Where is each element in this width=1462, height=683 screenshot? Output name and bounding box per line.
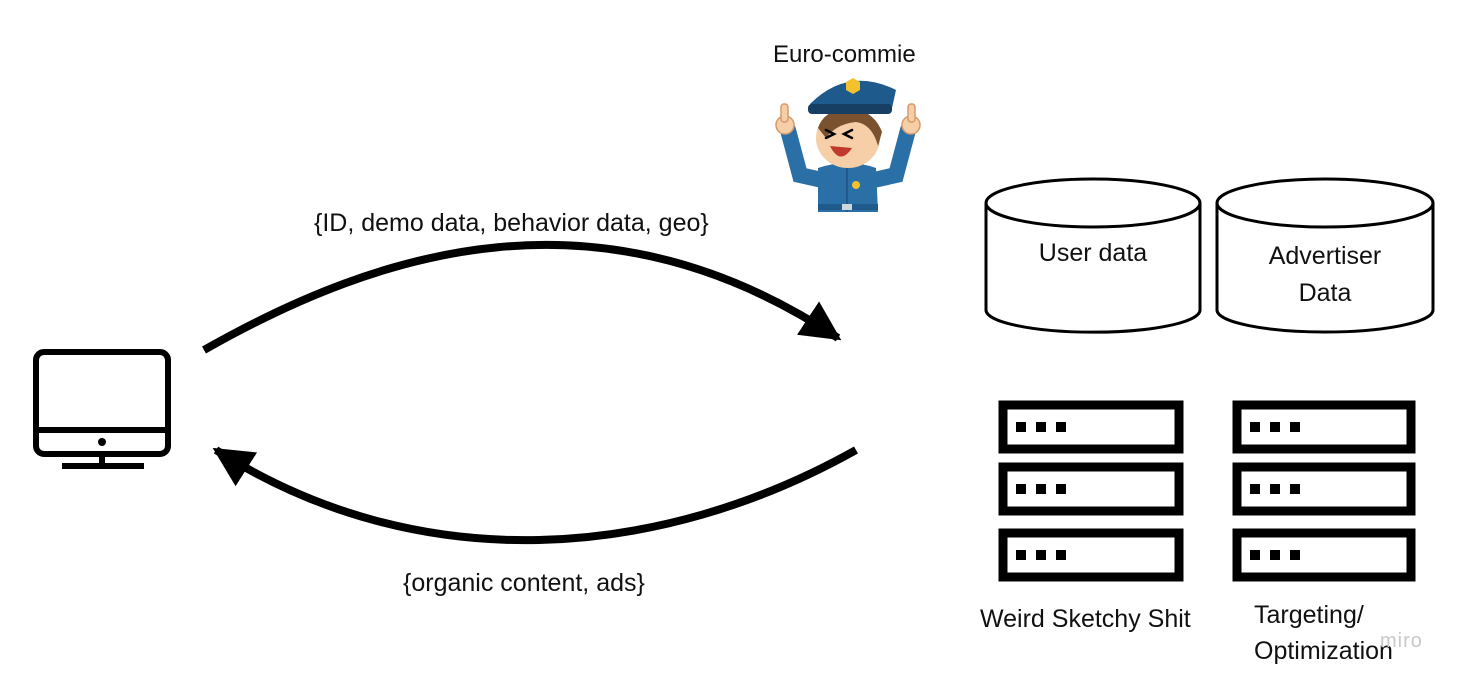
db-user-label: User data (1038, 239, 1148, 267)
character-label: Euro-commie (773, 41, 916, 68)
server-rack-icon (998, 400, 1184, 582)
response-label: {organic content, ads} (403, 569, 645, 597)
db-advertiser-label: Advertiser Data (1268, 242, 1382, 307)
server-left-label: Weird Sketchy Shit (980, 605, 1191, 633)
police-officer-icon (775, 78, 921, 212)
response-arrow (212, 446, 858, 545)
miro-watermark: miro (1380, 630, 1423, 652)
request-label: {ID, demo data, behavior data, geo} (314, 209, 709, 237)
server-rack-icon (1232, 400, 1416, 582)
server-right-label: Targeting/ Optimization (1254, 601, 1393, 665)
database-cylinder-icon (1215, 177, 1435, 334)
request-arrow (202, 241, 842, 354)
database-cylinder-icon (984, 177, 1202, 334)
desktop-monitor-icon (33, 349, 171, 469)
